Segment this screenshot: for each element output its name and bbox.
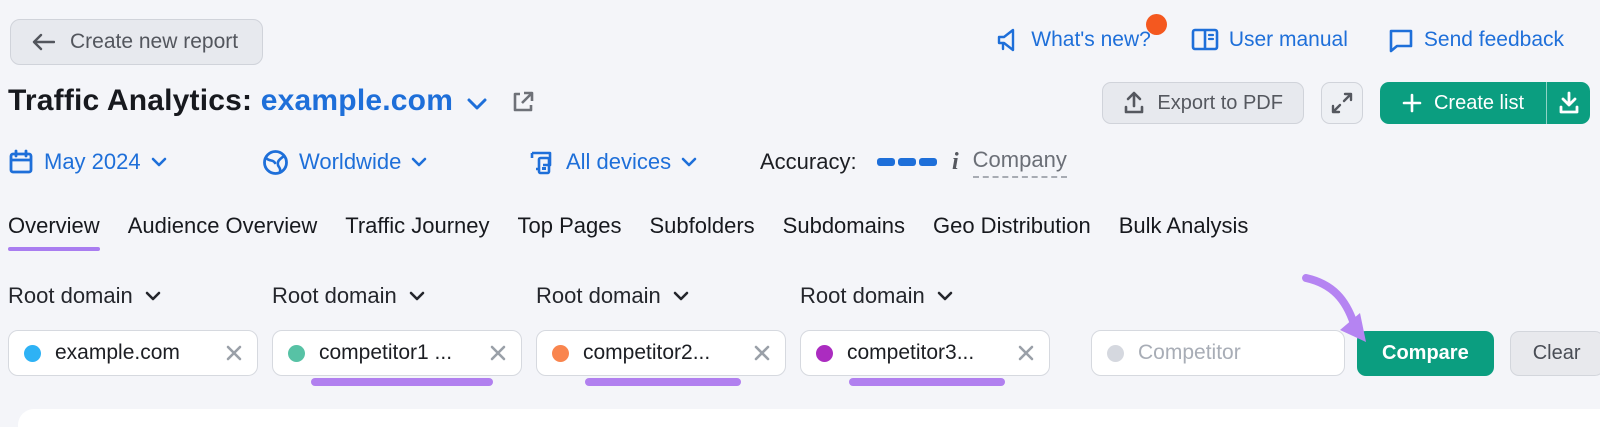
external-link-icon[interactable] xyxy=(511,90,535,114)
create-new-report-label: Create new report xyxy=(70,30,239,53)
download-icon xyxy=(1558,91,1580,115)
user-manual-link[interactable]: User manual xyxy=(1191,27,1348,53)
series-color-dot xyxy=(24,344,41,362)
date-filter-label: May 2024 xyxy=(44,149,141,174)
title-row: Traffic Analytics: example.com xyxy=(8,84,535,118)
page-title-prefix: Traffic Analytics: xyxy=(8,84,253,117)
annotation-underline xyxy=(585,378,741,386)
tab-bar: Overview Audience Overview Traffic Journ… xyxy=(8,213,1248,251)
tab-audience-overview[interactable]: Audience Overview xyxy=(127,213,318,238)
series-color-dot xyxy=(288,344,305,362)
tab-subfolders[interactable]: Subfolders xyxy=(649,213,755,238)
annotation-underline xyxy=(849,378,1005,386)
competitor-input-wrap xyxy=(1091,330,1409,376)
send-feedback-link[interactable]: Send feedback xyxy=(1388,27,1564,53)
tab-bulk-analysis[interactable]: Bulk Analysis xyxy=(1118,213,1249,238)
root-domain-selector-2[interactable]: Root domain xyxy=(272,283,536,309)
root-domain-selector-4[interactable]: Root domain xyxy=(800,283,1064,309)
series-color-dot xyxy=(816,344,833,362)
root-domain-selector-3[interactable]: Root domain xyxy=(536,283,800,309)
chevron-down-icon xyxy=(681,157,697,167)
tab-subdomains[interactable]: Subdomains xyxy=(782,213,905,238)
tab-geo-distribution[interactable]: Geo Distribution xyxy=(932,213,1091,238)
devices-icon xyxy=(528,149,556,176)
help-links: What's new? User manual Send feedback xyxy=(995,14,1564,53)
active-tab-underline xyxy=(8,247,100,251)
chevron-down-icon xyxy=(673,291,689,301)
chevron-down-icon xyxy=(151,157,166,167)
region-filter[interactable]: Worldwide xyxy=(262,142,427,182)
accuracy-level-icon xyxy=(876,158,937,166)
accuracy-label: Accuracy: xyxy=(760,149,857,174)
chevron-down-icon xyxy=(412,157,427,167)
chevron-down-icon xyxy=(937,291,953,301)
expand-icon xyxy=(1331,92,1353,114)
create-list-label: Create list xyxy=(1433,91,1524,114)
export-to-pdf-button[interactable]: Export to PDF xyxy=(1102,82,1304,124)
series-color-dot xyxy=(552,344,569,362)
domain-chip-example[interactable]: example.com xyxy=(8,330,258,376)
calendar-icon xyxy=(8,149,34,175)
accuracy-indicator: Accuracy: xyxy=(760,142,937,182)
compare-button[interactable]: Compare xyxy=(1357,330,1494,376)
close-icon[interactable] xyxy=(1017,344,1035,362)
root-domain-selector-1[interactable]: Root domain xyxy=(8,283,272,309)
region-filter-label: Worldwide xyxy=(299,149,402,174)
user-manual-label: User manual xyxy=(1228,28,1348,51)
create-list-split-button: Create list xyxy=(1379,82,1590,124)
close-icon[interactable] xyxy=(753,344,771,362)
download-button[interactable] xyxy=(1546,82,1590,124)
send-feedback-label: Send feedback xyxy=(1423,28,1564,51)
chevron-down-icon xyxy=(145,291,161,301)
book-icon xyxy=(1191,27,1219,53)
company-info: i Company xyxy=(952,142,1067,182)
whats-new-label: What's new? xyxy=(1031,28,1151,51)
scope-selectors: Root domain Root domain Root domain Root… xyxy=(8,283,1064,309)
analyzed-domain[interactable]: example.com xyxy=(260,84,454,117)
arrow-left-icon xyxy=(31,33,55,51)
export-to-pdf-label: Export to PDF xyxy=(1157,91,1283,114)
compare-bar: example.com competitor1 ... competitor2.… xyxy=(8,330,1600,386)
globe-icon xyxy=(262,149,289,176)
fullscreen-button[interactable] xyxy=(1320,82,1363,124)
chat-bubble-icon xyxy=(1388,27,1414,53)
info-icon: i xyxy=(952,148,959,175)
tab-traffic-journey[interactable]: Traffic Journey xyxy=(345,213,490,238)
annotation-underline xyxy=(311,378,493,386)
close-icon[interactable] xyxy=(489,344,507,362)
date-filter[interactable]: May 2024 xyxy=(8,142,167,182)
plus-icon xyxy=(1402,93,1422,113)
domain-chip-competitor2[interactable]: competitor2... xyxy=(536,330,786,386)
tab-overview[interactable]: Overview xyxy=(8,213,100,251)
filter-bar: May 2024 Worldwide All devices Accuracy:… xyxy=(0,142,1600,182)
company-label[interactable]: Company xyxy=(972,147,1067,178)
devices-filter[interactable]: All devices xyxy=(528,142,697,182)
chevron-down-icon xyxy=(409,291,425,301)
create-list-button[interactable]: Create list xyxy=(1380,82,1546,124)
clear-button[interactable]: Clear xyxy=(1509,330,1600,376)
close-icon[interactable] xyxy=(225,344,243,362)
tab-top-pages[interactable]: Top Pages xyxy=(517,213,622,238)
series-color-dot xyxy=(1107,344,1124,362)
domain-chevron-down-icon[interactable] xyxy=(467,98,487,110)
domain-chip-competitor1[interactable]: competitor1 ... xyxy=(272,330,522,386)
devices-filter-label: All devices xyxy=(566,149,672,174)
title-actions: Export to PDF Create list xyxy=(1102,82,1590,124)
create-new-report-button[interactable]: Create new report xyxy=(10,19,264,65)
content-card-top xyxy=(18,409,1600,427)
page-title: Traffic Analytics: example.com xyxy=(8,84,453,118)
domain-chip-competitor3[interactable]: competitor3... xyxy=(800,330,1050,386)
megaphone-icon xyxy=(995,27,1021,53)
upload-icon xyxy=(1123,91,1145,115)
whats-new-link[interactable]: What's new? xyxy=(995,14,1167,53)
notification-dot xyxy=(1145,14,1167,35)
